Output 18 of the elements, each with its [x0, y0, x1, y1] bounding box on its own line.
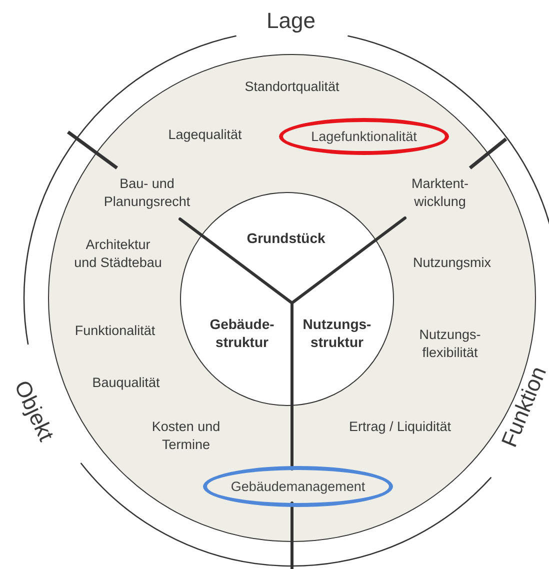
criterion-label: Kosten und Termine — [150, 418, 222, 454]
highlight-ellipse: Gebäudemanagement — [203, 466, 393, 507]
ring-label: Lage — [266, 7, 316, 35]
criterion-label: Lagequalität — [167, 126, 243, 144]
criterion-label: Architektur und Städtebau — [73, 236, 163, 272]
sector-label: Gebäude- struktur — [208, 315, 276, 352]
ring-label: Objekt — [8, 376, 60, 447]
criterion-label: Funktionalität — [74, 322, 156, 340]
criterion-label: Nutzungs- flexibilität — [418, 326, 482, 362]
sector-label: Grundstück — [246, 229, 326, 248]
sector-label: Nutzungs- struktur — [302, 315, 372, 352]
criterion-label: Bau- und Planungsrecht — [102, 175, 192, 212]
highlight-ellipse: Lagefunktionalität — [279, 118, 449, 155]
criterion-label: Bauqualität — [91, 374, 161, 392]
criterion-label: Standortqualität — [244, 78, 340, 96]
criterion-label: Nutzungsmix — [412, 254, 492, 272]
criterion-label: Ertrag / Liquidität — [348, 418, 452, 436]
criterion-label: Marktent- wicklung — [410, 175, 470, 212]
